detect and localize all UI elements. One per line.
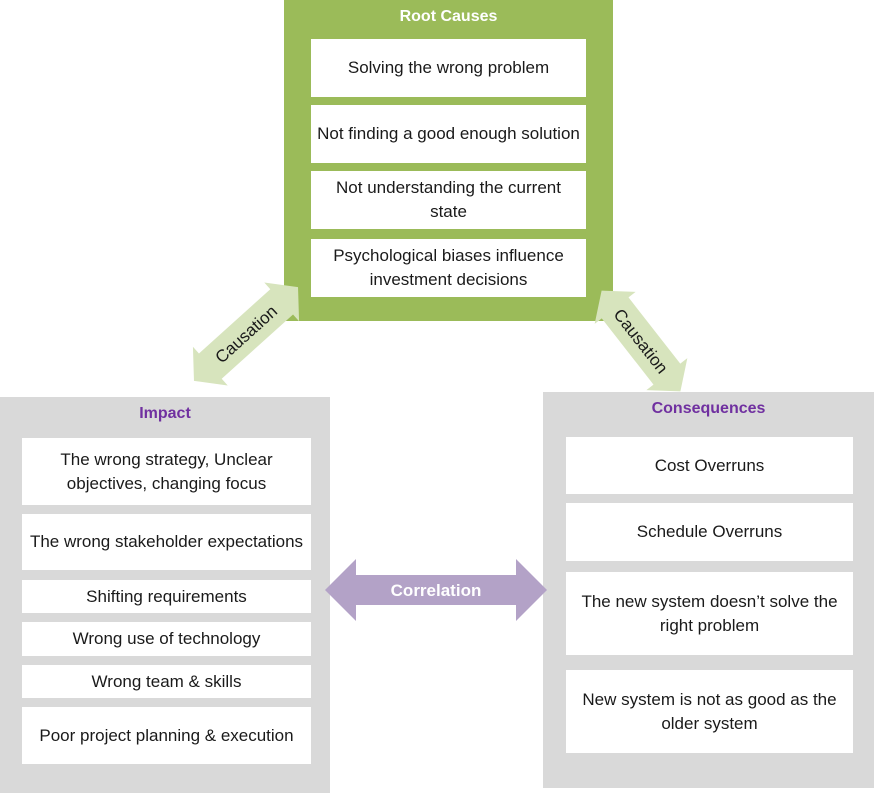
consequences-title: Consequences (651, 400, 766, 417)
root-cause-item: Not understanding the current state (311, 171, 586, 229)
root-causes-title: Root Causes (399, 8, 498, 25)
root-causes-panel: Root Causes Solving the wrong problem No… (284, 0, 613, 321)
impact-item: Shifting requirements (22, 580, 311, 613)
impact-item: The wrong strategy, Unclear objectives, … (22, 438, 311, 505)
consequence-item: New system is not as good as the older s… (566, 670, 853, 753)
consequence-item: The new system doesn’t solve the right p… (566, 572, 853, 655)
impact-item: Wrong use of technology (22, 622, 311, 656)
root-cause-item: Not finding a good enough solution (311, 105, 586, 163)
right-causation-arrow: Causation (594, 290, 688, 392)
correlation-arrow: Correlation (325, 559, 547, 621)
impact-item: Poor project planning & execution (22, 707, 311, 764)
root-cause-item: Psychological biases influence investmen… (311, 239, 586, 297)
impact-item: The wrong stakeholder expectations (22, 514, 311, 570)
left-causation-arrow: Causation (192, 282, 300, 386)
impact-title: Impact (139, 405, 191, 422)
correlation-label: Correlation (391, 581, 482, 600)
root-cause-item: Solving the wrong problem (311, 39, 586, 97)
consequence-item: Cost Overruns (566, 437, 853, 494)
impact-panel: Impact The wrong strategy, Unclear objec… (0, 397, 330, 793)
consequences-panel: Consequences Cost Overruns Schedule Over… (543, 392, 874, 788)
impact-item: Wrong team & skills (22, 665, 311, 698)
consequence-item: Schedule Overruns (566, 503, 853, 561)
